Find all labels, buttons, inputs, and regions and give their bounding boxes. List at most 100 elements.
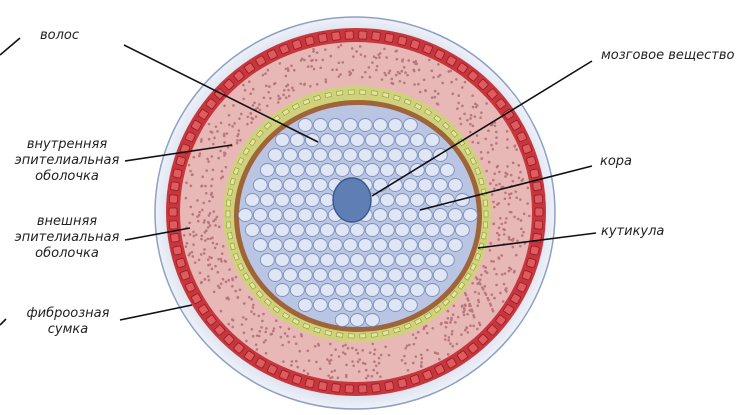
tissue-cell	[449, 321, 452, 324]
cortex-cell	[275, 284, 289, 297]
tissue-cell	[303, 83, 306, 86]
tissue-cell	[474, 291, 477, 294]
tissue-cell	[517, 164, 520, 167]
tissue-cell	[480, 274, 483, 277]
tissue-cell	[475, 106, 478, 109]
label-inner-sheath-line1: внутренняя	[14, 137, 120, 153]
tissue-cell	[234, 290, 237, 293]
tissue-cell	[514, 190, 517, 193]
tissue-cell	[465, 294, 468, 297]
cortex-cell	[373, 149, 387, 162]
cortex-cell	[260, 194, 274, 207]
label-inner-sheath-line3: оболочка	[14, 169, 120, 185]
tissue-cell	[518, 177, 521, 180]
tissue-cell	[437, 63, 440, 66]
tissue-cell	[463, 307, 466, 310]
tissue-cell	[447, 310, 450, 313]
tissue-cell	[322, 59, 325, 62]
cortex-cell	[320, 224, 334, 237]
leader-fibrous-bag	[120, 305, 192, 320]
cortex-cell	[433, 209, 447, 222]
tissue-cell	[378, 362, 381, 365]
cortex-cell	[350, 284, 364, 297]
cortex-cell	[410, 224, 424, 237]
tissue-cell	[487, 299, 490, 302]
tissue-cell	[335, 68, 338, 71]
tissue-cell	[498, 227, 501, 230]
tissue-cell	[388, 72, 391, 75]
tissue-cell	[210, 257, 213, 260]
tissue-cell	[424, 90, 427, 93]
tissue-cell	[385, 56, 388, 59]
label-inner-sheath-line2: эпителиальная	[14, 153, 120, 169]
tissue-cell	[205, 169, 208, 172]
tissue-cell	[284, 332, 287, 335]
tissue-cell	[253, 313, 256, 316]
tissue-cell	[519, 198, 522, 201]
cortex-cell	[425, 134, 439, 147]
tissue-cell	[476, 328, 479, 331]
tissue-cell	[201, 175, 204, 178]
tissue-cell	[488, 161, 491, 164]
tissue-cell	[345, 364, 348, 367]
tissue-cell	[200, 253, 203, 256]
tissue-cell	[259, 330, 262, 333]
tissue-cell	[248, 296, 251, 299]
tissue-cell	[225, 166, 228, 169]
tissue-cell	[258, 335, 261, 338]
tissue-cell	[312, 48, 315, 51]
tissue-cell	[493, 206, 496, 209]
tissue-cell	[441, 82, 444, 85]
tissue-cell	[208, 200, 211, 203]
tissue-cell	[248, 80, 251, 83]
cortex-cell	[380, 164, 394, 177]
cortex-cell	[245, 224, 259, 237]
tissue-cell	[456, 107, 459, 110]
tissue-cell	[207, 160, 210, 163]
tissue-cell	[369, 351, 372, 354]
epidermal-cell	[173, 246, 183, 256]
sheath-cell	[484, 211, 488, 217]
cortex-cell	[328, 239, 342, 252]
epidermal-cell	[170, 182, 179, 191]
tissue-cell	[303, 59, 306, 62]
epidermal-cell	[533, 182, 542, 191]
tissue-cell	[504, 175, 507, 178]
tissue-cell	[380, 354, 383, 357]
tissue-cell	[207, 238, 210, 241]
tissue-cell	[194, 261, 197, 264]
tissue-cell	[419, 91, 422, 94]
tissue-cell	[514, 144, 517, 147]
tissue-cell	[317, 344, 320, 347]
tissue-cell	[476, 134, 479, 137]
cortex-cell	[298, 239, 312, 252]
tissue-cell	[357, 361, 360, 364]
cortex-cell	[433, 269, 447, 282]
tissue-cell	[224, 152, 227, 155]
tissue-cell	[217, 157, 220, 160]
tissue-cell	[520, 219, 523, 222]
epidermal-cell	[372, 384, 381, 393]
tissue-cell	[290, 364, 293, 367]
tissue-cell	[233, 122, 236, 125]
tissue-cell	[466, 313, 469, 316]
cortex-cell	[343, 299, 357, 312]
tissue-cell	[480, 151, 483, 154]
tissue-cell	[492, 179, 495, 182]
tissue-cell	[236, 135, 239, 138]
tissue-cell	[269, 97, 272, 100]
tissue-cell	[213, 291, 216, 294]
cortex-cell	[388, 119, 402, 132]
tissue-cell	[190, 185, 193, 188]
tissue-cell	[512, 162, 515, 165]
cortex-cell	[440, 224, 454, 237]
tissue-cell	[355, 349, 358, 352]
cortex-cell	[410, 134, 424, 147]
cortex-cell	[298, 179, 312, 192]
cortex-cell	[418, 179, 432, 192]
cortex-cell	[268, 179, 282, 192]
tissue-cell	[499, 217, 502, 220]
tissue-cell	[220, 122, 223, 125]
cortex-cell	[328, 269, 342, 282]
tissue-cell	[493, 268, 496, 271]
